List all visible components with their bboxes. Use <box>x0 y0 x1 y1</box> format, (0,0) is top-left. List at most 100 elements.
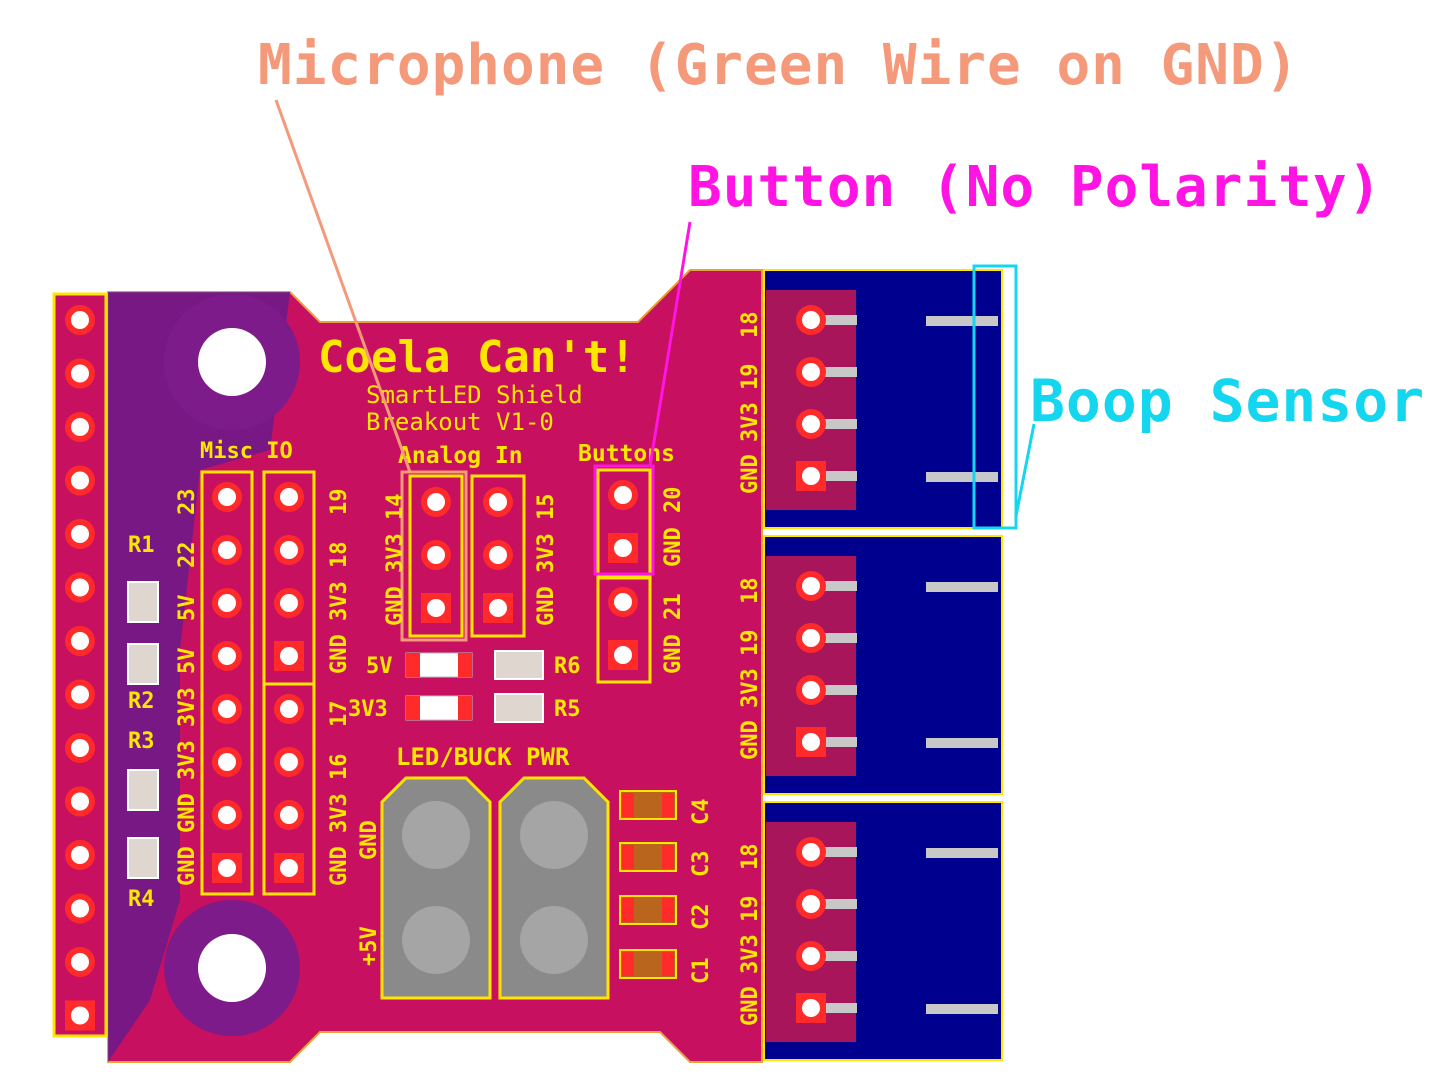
capacitor-pad <box>622 845 634 869</box>
header-pin <box>65 626 95 656</box>
jst-pin-label: 19 <box>738 630 763 657</box>
jst-latch-pin <box>926 582 998 592</box>
analog-pin-b-label: 3V3 <box>534 533 559 573</box>
header-pin <box>65 358 95 389</box>
misc-io-right-pin-label: GND <box>327 846 352 886</box>
mounting-hole-bottom <box>164 900 300 1036</box>
boop-highlight <box>972 264 1018 530</box>
misc-io-pin-right <box>274 641 304 671</box>
analog-pin-b <box>483 540 513 570</box>
header-pin <box>65 1000 95 1031</box>
resistor-body <box>127 643 159 685</box>
analog-pin-a <box>421 487 451 517</box>
jst-pin-pad <box>796 461 826 491</box>
jst-pin-pad <box>796 837 826 867</box>
buttons-frame-b <box>596 576 652 684</box>
misc-io-left-pin-label: 5V <box>175 595 200 622</box>
left-header-pins <box>65 305 95 1031</box>
jst-pin <box>805 581 857 591</box>
misc-io-right-pin-label: 19 <box>327 489 352 516</box>
jst-pin-pad <box>796 409 826 439</box>
jst-pin-label: 18 <box>738 312 763 339</box>
header-pin <box>65 733 95 763</box>
misc-io-pin-left <box>212 694 242 724</box>
analog-pins <box>421 487 513 623</box>
jst-pin <box>805 633 857 643</box>
capacitor-label: C1 <box>689 958 714 985</box>
analog-pin-a-label: GND <box>383 586 408 626</box>
misc-io-left-pin-label: 3V3 <box>175 740 200 780</box>
button-highlight <box>593 464 655 576</box>
header-pin <box>65 465 95 496</box>
resistor-body <box>494 650 544 680</box>
misc-io-right-pin-label: 16 <box>327 754 352 781</box>
jst-latch-pin <box>926 1004 998 1014</box>
analog-frame-b <box>470 474 526 638</box>
misc-io-pin-right <box>274 588 304 618</box>
terminal-screw <box>520 906 588 974</box>
misc-io-left-pin-label: GND <box>175 846 200 886</box>
jst-pin-label: GND <box>738 454 763 494</box>
misc-io-left-pin-label: 5V <box>175 648 200 675</box>
header-pin <box>65 305 95 335</box>
terminal-screw <box>402 906 470 974</box>
mounting-hole-top <box>164 294 300 430</box>
resistor-label: R4 <box>128 887 155 912</box>
misc-io-pin-right <box>274 535 304 565</box>
analog-pin-b-label: 15 <box>534 494 559 521</box>
capacitor-pad <box>662 845 674 869</box>
button-pin-a-label: 20 <box>661 487 686 514</box>
capacitor-pad <box>622 952 634 976</box>
misc-io-pin-left <box>212 482 242 512</box>
misc-io-pin-right <box>274 747 304 777</box>
board-title: Coela Can't! <box>318 332 636 383</box>
jst-pin <box>805 1003 857 1013</box>
capacitor-pad <box>662 793 674 817</box>
misc-io-pins <box>212 482 304 883</box>
capacitor-pad <box>662 898 674 922</box>
misc-io-frame-left <box>200 470 254 896</box>
led-label: 3V3 <box>348 697 388 722</box>
microphone-highlight <box>400 470 468 642</box>
jst-pin <box>805 315 857 325</box>
button-callout: Button (No Polarity) <box>688 155 1383 220</box>
resistor-label: R1 <box>128 533 155 558</box>
analog-pin-a <box>421 540 451 570</box>
jst-pin-label: 18 <box>738 578 763 605</box>
jst-pin <box>805 471 857 481</box>
boop-callout: Boop Sensor <box>1030 367 1426 435</box>
terminal-screw <box>520 801 588 869</box>
misc-io-right-pin-label: 17 <box>327 701 352 728</box>
button-pins <box>608 480 638 670</box>
resistor-label: R3 <box>128 729 155 754</box>
jst-pin-pad <box>796 993 826 1023</box>
misc-io-pin-left <box>212 535 242 565</box>
misc-io-left-pin-label: GND <box>175 793 200 833</box>
button-leader-line <box>648 221 692 467</box>
header-pin <box>65 519 95 549</box>
header-pin <box>65 679 95 710</box>
header-pin <box>65 840 95 870</box>
header-pin <box>65 786 95 817</box>
misc-io-right-pin-label: 3V3 <box>327 793 352 833</box>
misc-io-pin-right <box>274 694 304 724</box>
jst-pin-pad <box>796 727 826 757</box>
misc-io-left-pin-label: 3V3 <box>175 687 200 727</box>
button-pin <box>608 533 638 563</box>
button-pin <box>608 480 638 510</box>
resistor-body <box>127 769 159 811</box>
misc-io-pin-left <box>212 641 242 671</box>
misc-io-right-pin-label: 18 <box>327 542 352 569</box>
button-pin-b-label: GND <box>661 634 686 674</box>
button-pin-a-label: GND <box>661 527 686 567</box>
left-header-frame <box>52 292 108 1038</box>
misc-io-right-pin-label: 3V3 <box>327 581 352 621</box>
